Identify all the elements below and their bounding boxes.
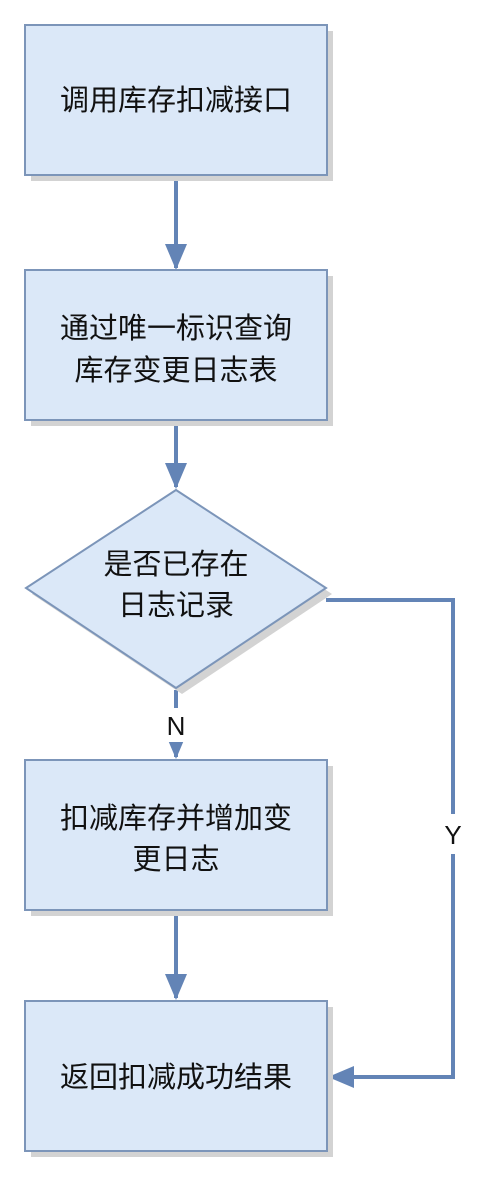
node-query: 通过唯一标识查询 库存变更日志表 — [24, 269, 333, 426]
edge-label-yes: Y — [444, 820, 461, 850]
node-result-line-1: 返回扣减成功结果 — [60, 1060, 292, 1094]
node-query-line-1: 通过唯一标识查询 — [60, 311, 292, 345]
node-decision: 是否已存在 日志记录 — [24, 488, 332, 694]
node-deduct: 扣减库存并增加变 更日志 — [24, 759, 333, 916]
node-decision-line-1: 是否已存在 — [103, 547, 248, 581]
node-decision-line-2: 日志记录 — [118, 588, 234, 622]
node-start: 调用库存扣减接口 — [24, 24, 333, 181]
node-result: 返回扣减成功结果 — [24, 1000, 333, 1157]
edge-decision-yes-to-result — [326, 598, 455, 1088]
edge-label-no: N — [167, 711, 186, 741]
node-query-line-2: 库存变更日志表 — [74, 353, 277, 387]
node-start-line-1: 调用库存扣减接口 — [60, 83, 292, 117]
node-deduct-line-2: 更日志 — [132, 842, 219, 876]
node-deduct-line-1: 扣减库存并增加变 — [60, 801, 292, 835]
